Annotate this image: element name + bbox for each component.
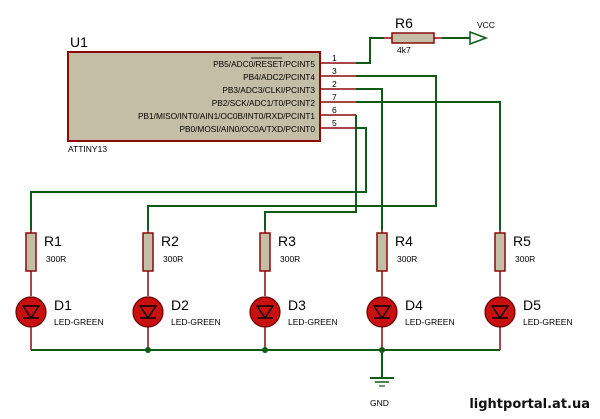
branch-5: R5 300R D5 LED-GREEN — [484, 230, 573, 350]
pin-number-3: 3 — [332, 66, 337, 76]
led-d1-icon — [15, 296, 47, 328]
branch-4: R4 300R D4 LED-GREEN — [366, 230, 455, 350]
r3-value: 300R — [280, 254, 300, 264]
junction-dot — [145, 347, 151, 353]
pin-number-1: 1 — [332, 53, 337, 63]
r3-body — [259, 232, 271, 272]
wire-pb3-r4 — [356, 88, 383, 230]
d4-value: LED-GREEN — [405, 317, 455, 327]
d2-reference: D2 — [171, 297, 189, 313]
branch-2: R2 300R D2 LED-GREEN — [132, 230, 221, 350]
microcontroller-u1: U1 ATTINY13 PB5/ADC0/RESET/PCINT5 PB4/AD… — [67, 34, 356, 154]
r1-body — [25, 232, 37, 272]
branch-1: R1 300R D1 LED-GREEN — [15, 230, 104, 350]
wire-pb1-r3 — [264, 115, 357, 230]
led-d2-icon — [132, 296, 164, 328]
site-watermark: lightportal.at.ua — [469, 397, 590, 412]
r6-reference: R6 — [395, 15, 413, 31]
r2-reference: R2 — [161, 233, 179, 249]
pin-number-7: 7 — [332, 92, 337, 102]
wire-pb2-r5 — [356, 101, 501, 230]
wire-reset-pullup — [356, 37, 384, 64]
d5-value: LED-GREEN — [523, 317, 573, 327]
d4-reference: D4 — [405, 297, 423, 313]
pin-label-pb0: PB0/MOSI/AIN0/OC0A/TXD/PCINT0 — [179, 124, 315, 134]
ic-reference: U1 — [70, 34, 88, 50]
junction-dot — [262, 347, 268, 353]
wire-pb4-r2 — [147, 75, 437, 230]
pin-label-pb3: PB3/ADC3/CLKI/PCINT3 — [222, 85, 315, 95]
r1-reference: R1 — [44, 233, 62, 249]
d2-value: LED-GREEN — [171, 317, 221, 327]
d1-value: LED-GREEN — [54, 317, 104, 327]
r6-value: 4k7 — [397, 45, 411, 55]
led-d5-icon — [484, 296, 516, 328]
pin-number-6: 6 — [332, 105, 337, 115]
pin-label-pb5: PB5/ADC0/RESET/PCINT5 — [213, 59, 315, 69]
ground-bus: GND — [31, 347, 500, 408]
wire-pb0-r1 — [30, 127, 367, 230]
r4-body — [376, 232, 388, 272]
pin-number-5: 5 — [332, 118, 337, 128]
r4-reference: R4 — [395, 233, 413, 249]
pullup-resistor-r6: R6 4k7 VCC — [356, 15, 495, 64]
ic-body — [67, 51, 321, 142]
pin-number-2: 2 — [332, 79, 337, 89]
d3-reference: D3 — [288, 297, 306, 313]
r3-reference: R3 — [278, 233, 296, 249]
d5-reference: D5 — [523, 297, 541, 313]
d1-reference: D1 — [54, 297, 72, 313]
r5-body — [494, 232, 506, 272]
branch-3: R3 300R D3 LED-GREEN — [249, 230, 338, 350]
r5-value: 300R — [515, 254, 535, 264]
vcc-terminal-icon — [469, 30, 489, 46]
led-d3-icon — [249, 296, 281, 328]
signal-wires — [30, 75, 501, 230]
vcc-label: VCC — [477, 20, 495, 30]
pin-label-pb1: PB1/MISO/INT0/AIN1/OC0B/INT0/RXD/PCINT1 — [138, 111, 315, 121]
r1-value: 300R — [46, 254, 66, 264]
pin-label-pb4: PB4/ADC2/PCINT4 — [243, 72, 315, 82]
r6-body — [391, 32, 435, 44]
led-d4-icon — [366, 296, 398, 328]
d3-value: LED-GREEN — [288, 317, 338, 327]
gnd-label: GND — [370, 398, 389, 408]
ic-part-name: ATTINY13 — [68, 144, 107, 154]
r2-body — [142, 232, 154, 272]
r5-reference: R5 — [513, 233, 531, 249]
r2-value: 300R — [163, 254, 183, 264]
r4-value: 300R — [397, 254, 417, 264]
pin-label-pb2: PB2/SCK/ADC1/T0/PCINT2 — [212, 98, 316, 108]
